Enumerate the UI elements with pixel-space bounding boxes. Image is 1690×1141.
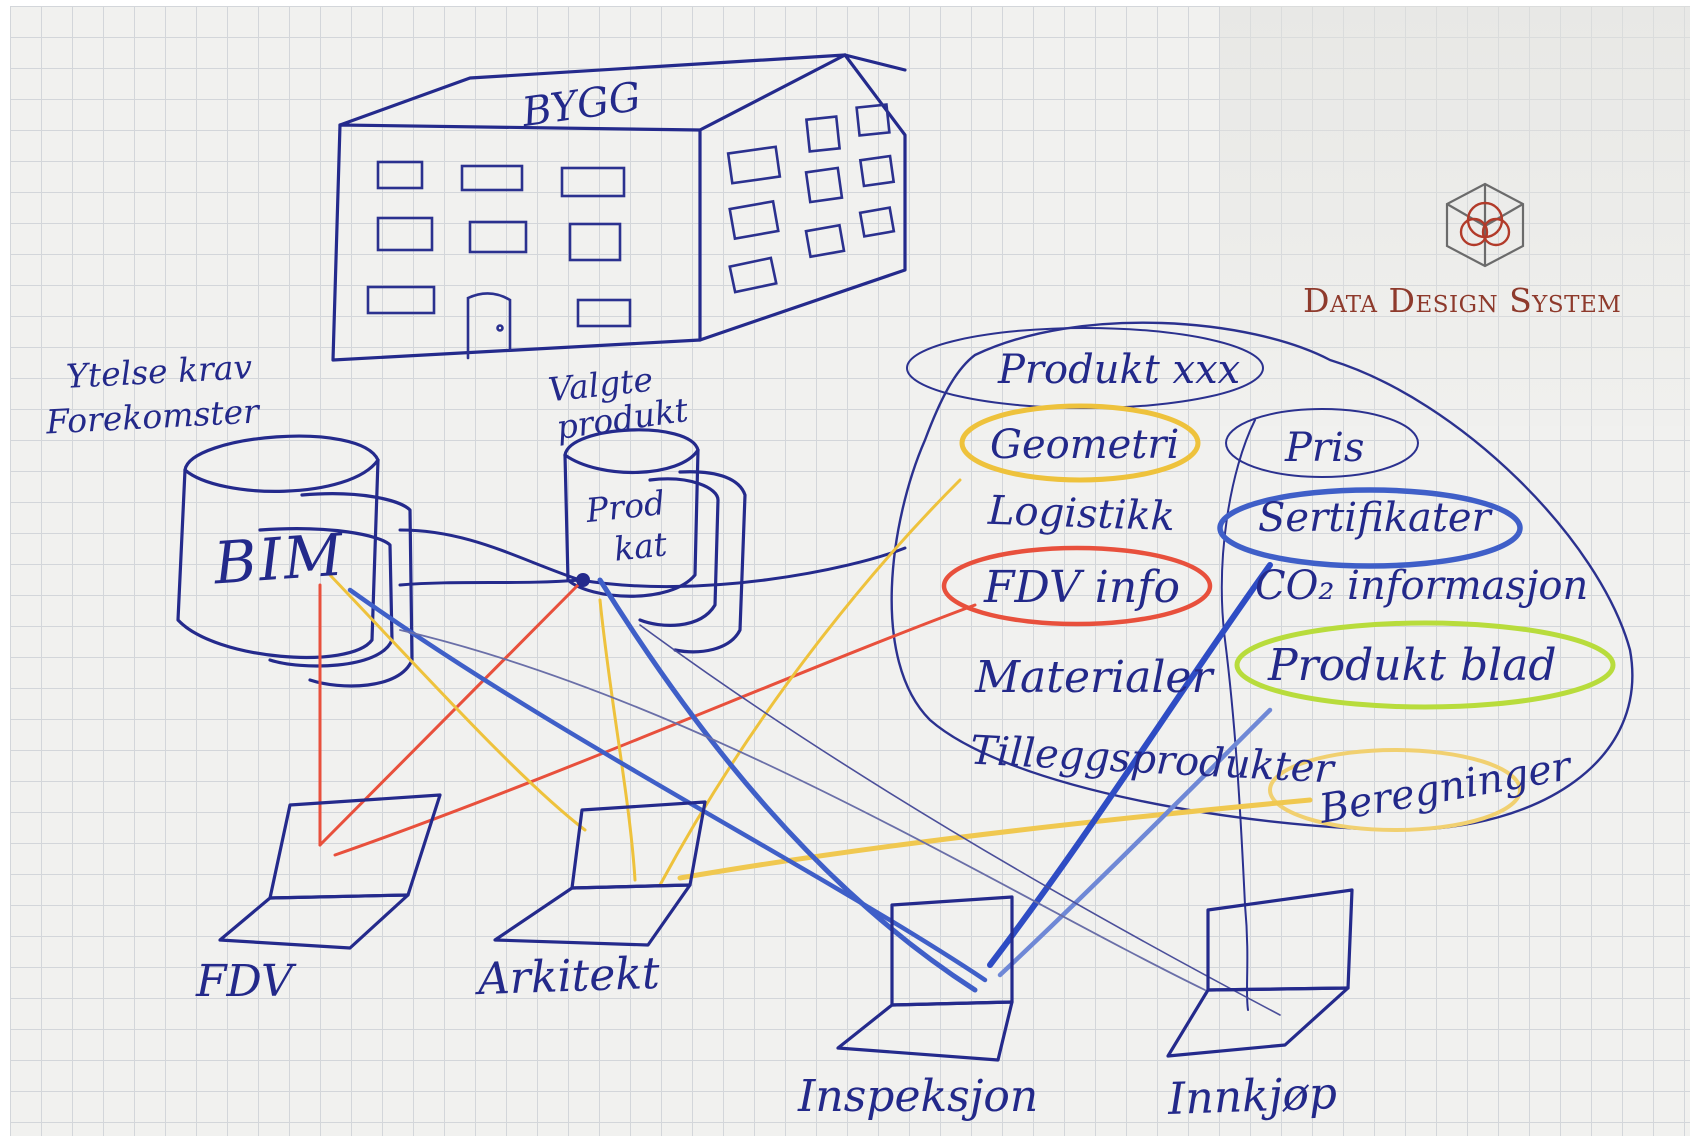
prodkat-database-sketch (563, 428, 747, 654)
laptop-inspeksjon (836, 895, 1014, 1062)
item-geometri: Geometri (990, 422, 1180, 468)
paper-shadow (1220, 6, 1690, 426)
item-fdv-info: FDV info (984, 562, 1180, 613)
brand-name: Data Design System (1303, 281, 1622, 320)
prodkat-database-label-2: kat (612, 524, 669, 569)
building-sketch (331, 53, 907, 362)
laptop-arkitekt (493, 800, 707, 947)
laptop-innkjop (1166, 888, 1354, 1058)
item-materialer: Materialer (975, 652, 1213, 703)
bim-database-label: BIM (211, 520, 348, 598)
prodkat-database-label-1: Prod (584, 482, 667, 531)
connection-lines (318, 478, 1313, 1016)
item-co2-informasjon: CO₂ informasjon (1255, 563, 1589, 609)
bim-top-label-1: Ytelse krav (65, 347, 254, 396)
cube-logo-icon (1445, 182, 1525, 268)
role-innkjop: Innkjøp (1167, 1068, 1338, 1125)
item-produkt-blad: Produkt blad (1268, 640, 1557, 691)
item-logistikk: Logistikk (987, 487, 1176, 541)
role-inspeksjon: Inspeksjon (798, 1071, 1039, 1122)
product-title: Produkt xxx (998, 347, 1241, 393)
item-pris: Pris (1285, 425, 1365, 471)
role-arkitekt: Arkitekt (477, 947, 661, 1006)
laptop-fdv (218, 793, 442, 950)
item-sertifikater: Sertifikater (1258, 495, 1491, 541)
item-ovals (906, 327, 1616, 832)
bim-top-label-2: Forekomster (45, 391, 260, 442)
role-fdv: FDV (196, 956, 293, 1007)
